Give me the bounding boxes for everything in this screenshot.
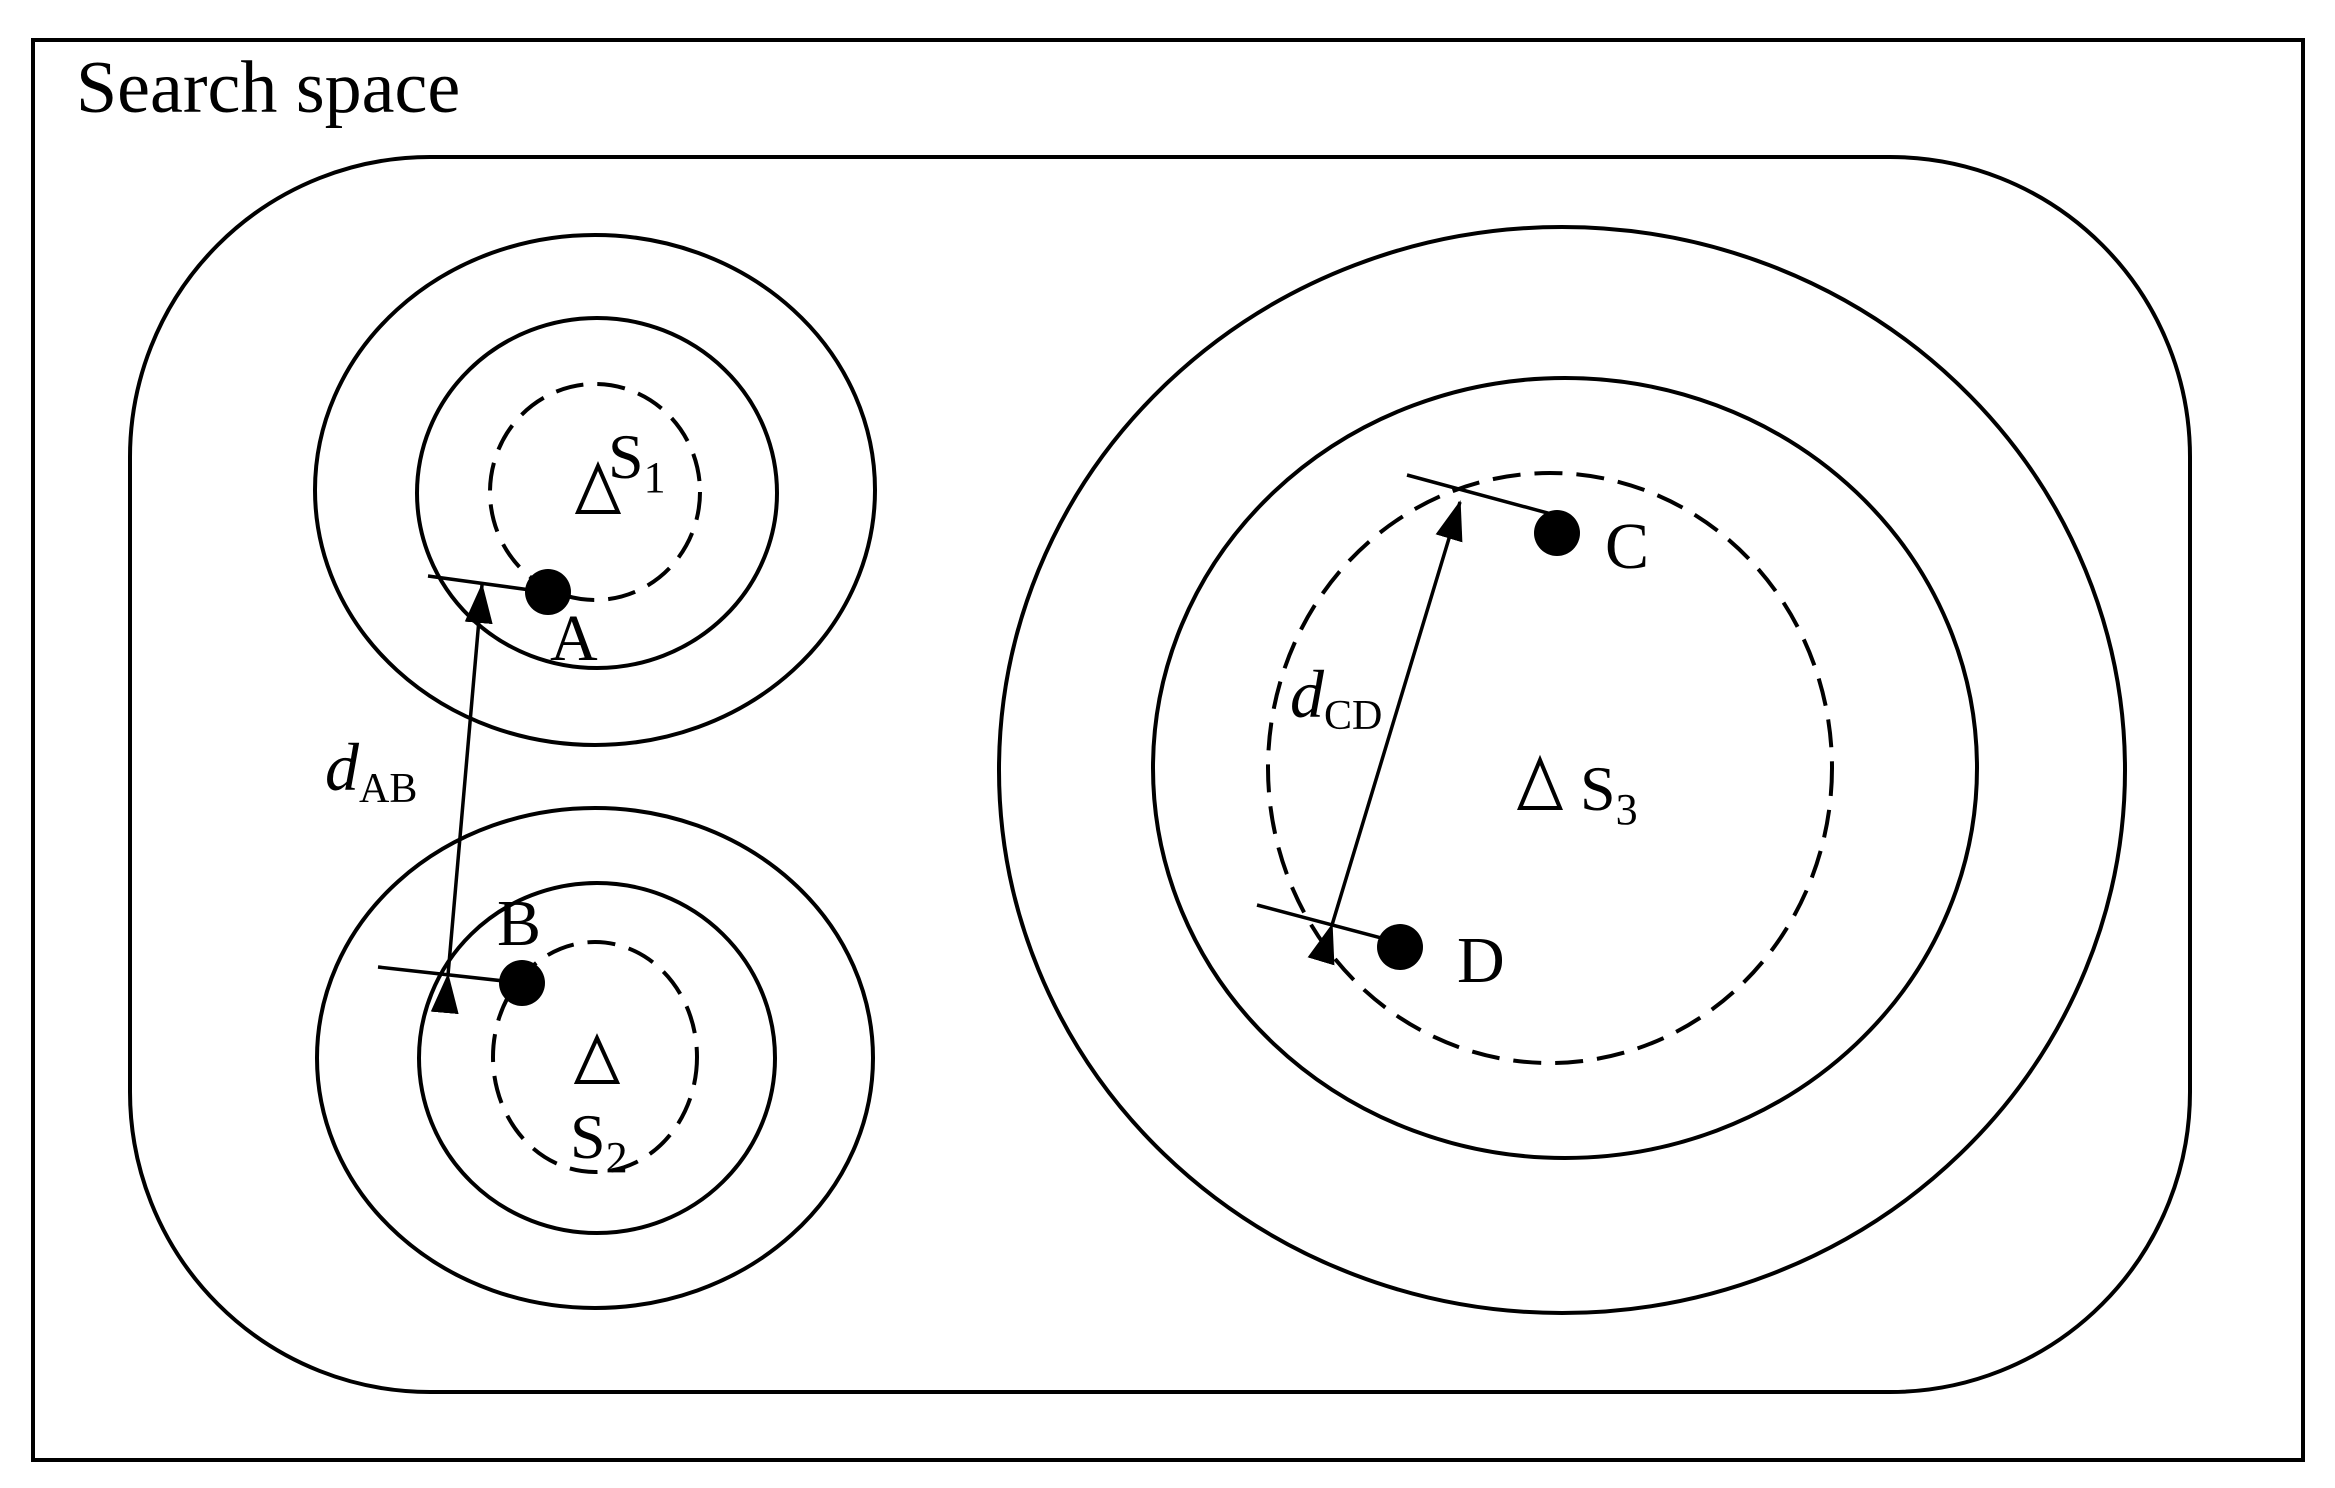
search-space-title: Search space (76, 47, 460, 129)
distance-label-ab: dAB (325, 729, 417, 812)
point-a-label: A (550, 602, 598, 675)
cluster-s2: S2 (315, 806, 875, 1310)
tangent-line-c (1406, 473, 1556, 517)
s1-label: S1 (608, 421, 666, 502)
s3-center-triangle (1517, 754, 1563, 810)
tangent-line-d (1256, 903, 1401, 945)
point-d (1377, 924, 1423, 970)
s1-dashed-contour (488, 382, 702, 602)
cluster-s1: S1 (313, 233, 877, 747)
s2-label: S2 (570, 1101, 628, 1182)
rounded-region (128, 155, 2192, 1394)
s3-outer-contour (997, 225, 2127, 1315)
distance-label-cd: dCD (1290, 656, 1382, 739)
s3-middle-contour (1151, 376, 1979, 1160)
s1-outer-contour (313, 233, 877, 747)
point-b-label: B (497, 887, 541, 960)
s1-middle-contour (415, 316, 779, 670)
point-b (499, 960, 545, 1006)
point-a (525, 569, 571, 615)
point-c-label: C (1605, 510, 1649, 583)
distance-arrow-cd (1307, 500, 1463, 966)
distance-arrow-ab (430, 583, 493, 1015)
s2-middle-contour (417, 881, 777, 1235)
s1-center-triangle (574, 460, 622, 514)
s2-dashed-contour (491, 940, 699, 1174)
s2-center-triangle (573, 1033, 621, 1084)
s3-dashed-contour (1266, 471, 1834, 1065)
point-c (1534, 510, 1580, 556)
point-d-label: D (1457, 924, 1505, 997)
s3-label: S3 (1580, 753, 1638, 834)
cluster-s3: S3 (997, 225, 2127, 1315)
s2-outer-contour (315, 806, 875, 1310)
search-space-frame (31, 38, 2305, 1462)
